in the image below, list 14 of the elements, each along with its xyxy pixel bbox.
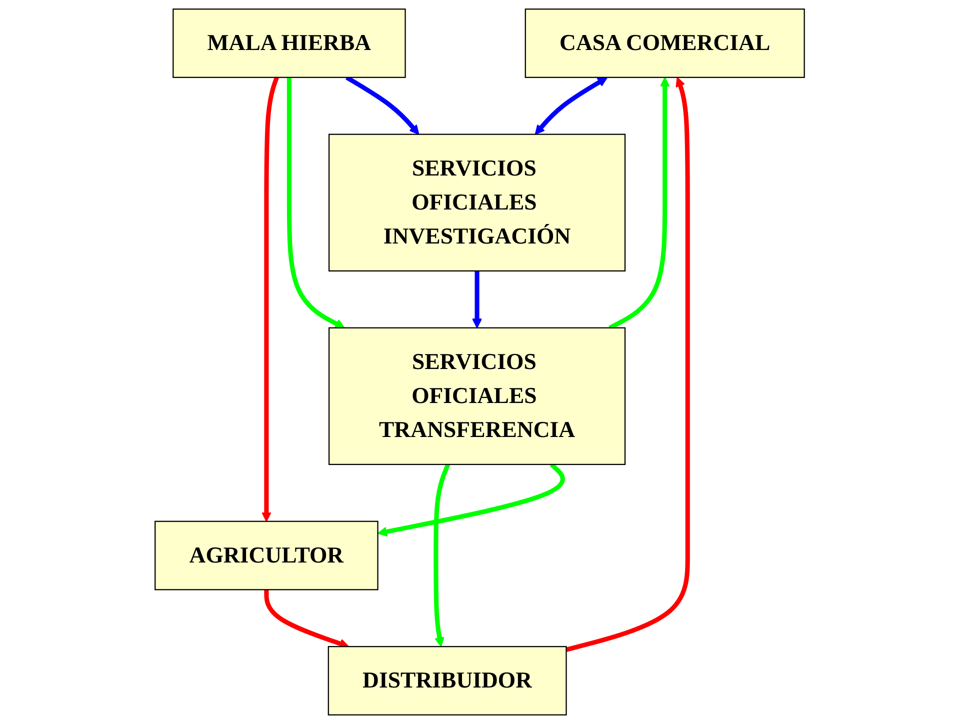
node-box: MALA HIERBA	[172, 8, 406, 78]
node-box: AGRICULTOR	[154, 520, 378, 590]
arrow	[565, 76, 690, 652]
node-box: DISTRIBUIDOR	[328, 646, 567, 716]
arrow	[261, 76, 279, 522]
node-box: SERVICIOS OFICIALES INVESTIGACIÓN	[328, 134, 626, 272]
arrow	[534, 77, 608, 135]
node-box: CASA COMERCIAL	[524, 8, 805, 78]
arrow	[433, 464, 450, 648]
arrow	[286, 77, 345, 328]
arrow	[264, 590, 349, 648]
arrow	[472, 270, 482, 328]
node-box: SERVICIOS OFICIALES TRANSFERENCIA	[328, 327, 626, 466]
arrow	[377, 462, 565, 537]
